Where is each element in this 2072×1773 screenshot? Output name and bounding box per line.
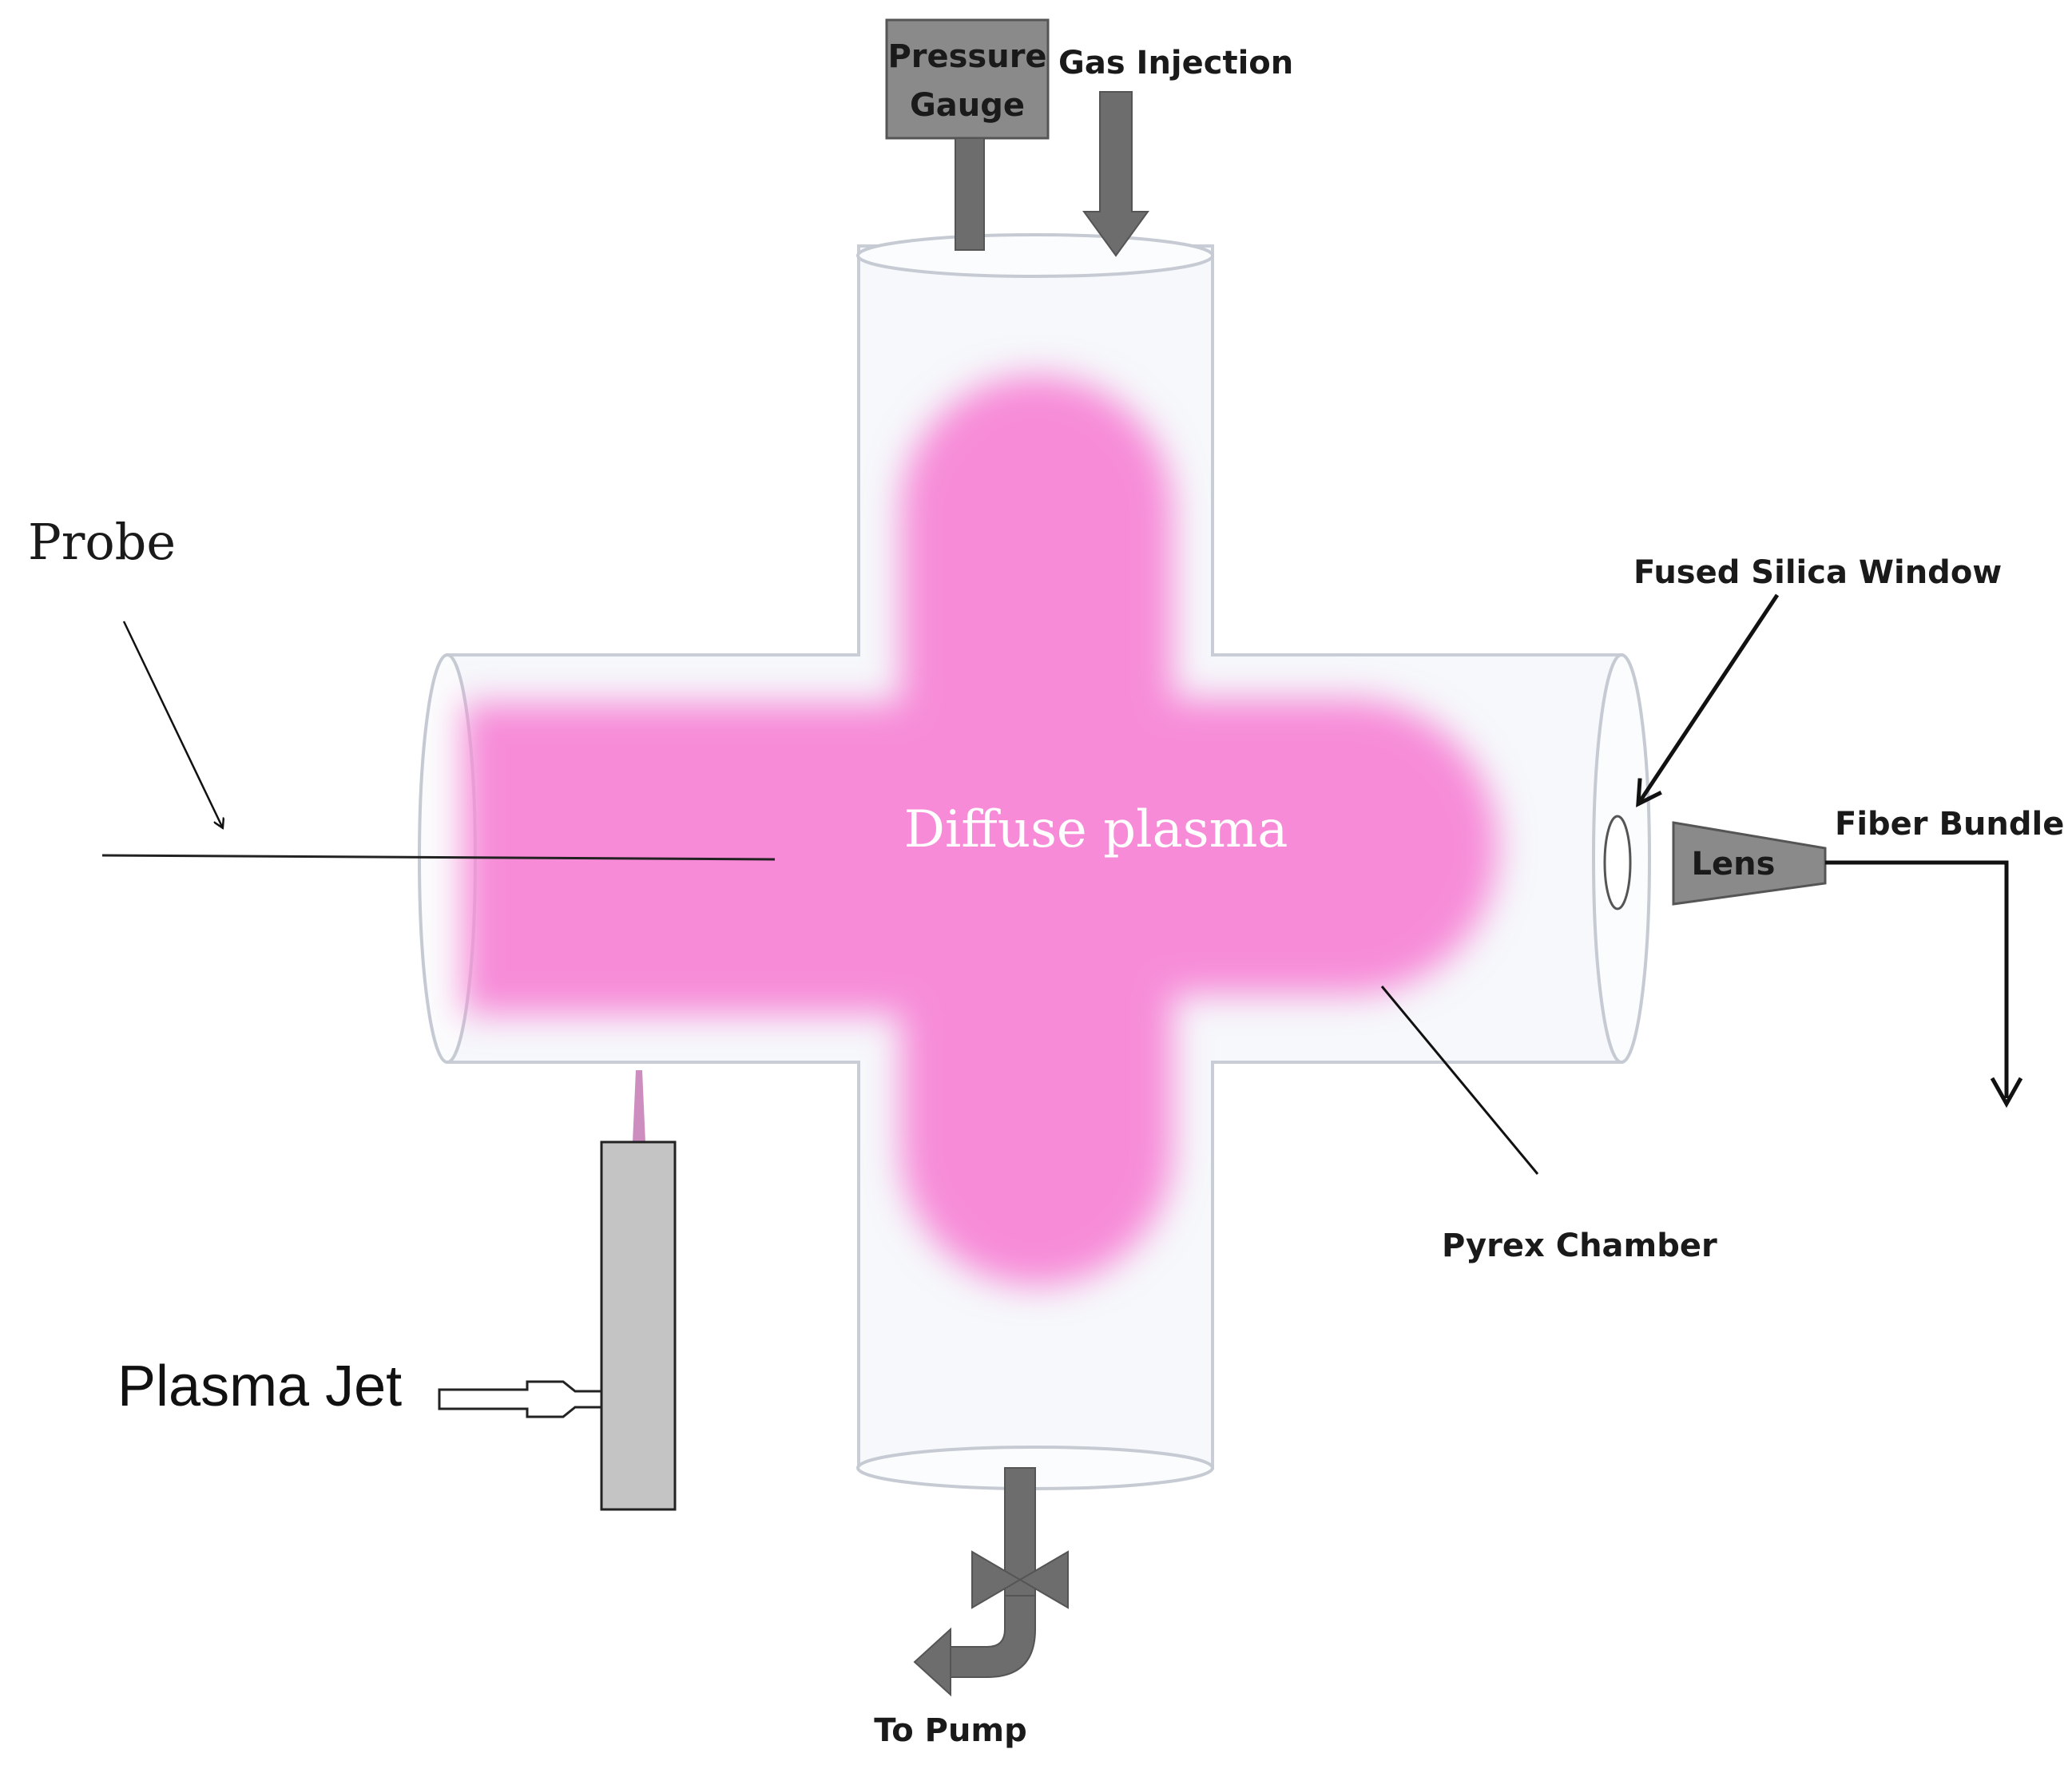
gas-injection: Gas Injection [1058,45,1293,257]
plasma-jet-body [600,1140,677,1511]
plasma-jet: Plasma Jet [117,1070,677,1511]
lens-label: Lens [1692,846,1776,883]
fiber-bundle: Fiber Bundle [1825,806,2064,1109]
pyrex-chamber-pointer [1380,986,1539,1175]
pressure-gauge: Pressure Gauge [885,18,1050,251]
probe-label: Probe [28,513,176,571]
diffuse-plasma-glow [463,375,1498,1286]
probe: Probe [28,513,776,861]
pressure-gauge-label-line1: Pressure [887,38,1046,75]
pump-line: To Pump [874,1467,1069,1749]
pyrex-chamber-callout: Pyrex Chamber [1380,986,1717,1264]
lens: Lens [1672,821,1827,906]
fused-silica-window: Fused Silica Window [1603,554,2002,910]
fiber-bundle-arrowhead [1990,1077,2023,1109]
valve-icon [971,1550,1069,1609]
lens-icon [1672,821,1827,906]
pump-pipe-elbow [950,1595,1036,1678]
fused-silica-window-glass [1603,815,1632,910]
gas-injection-arrow [1082,91,1149,257]
plasma-jet-inlet-arrow [438,1380,603,1418]
fused-silica-window-label: Fused Silica Window [1633,554,2002,591]
pressure-gauge-label-line2: Gauge [910,87,1025,124]
diffuse-plasma-label: Diffuse plasma [904,800,1288,859]
fused-silica-window-pointer [1636,593,1780,807]
fiber-bundle-line [1825,860,2009,1098]
fiber-bundle-label: Fiber Bundle [1835,806,2064,843]
probe-rod [101,854,776,861]
to-pump-label: To Pump [874,1712,1026,1749]
pyrex-chamber-label: Pyrex Chamber [1442,1228,1717,1264]
pressure-gauge-stem [955,137,985,251]
chamber-top-opening [856,233,1214,278]
gas-injection-label: Gas Injection [1058,45,1293,81]
pressure-gauge-box [885,18,1050,140]
probe-pointer-arrow [122,621,222,827]
pump-direction-arrow [913,1627,951,1697]
plasma-jet-label: Plasma Jet [117,1355,402,1418]
plasma-jet-plume [633,1070,645,1142]
